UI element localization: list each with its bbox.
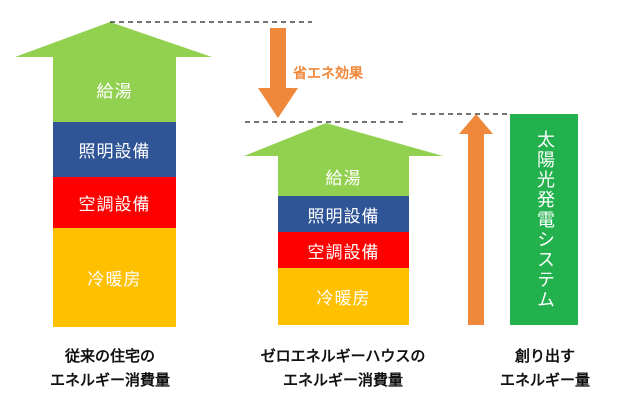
left-heating-cooling-label: 冷暖房 <box>87 270 142 290</box>
center-lighting-block: 照明設備 <box>278 196 409 232</box>
left-lighting-label: 照明設備 <box>78 142 151 162</box>
left-caption-line2: エネルギー消費量 <box>49 371 170 389</box>
left-heating-cooling-block: 冷暖房 <box>53 228 176 327</box>
left-air-conditioning-label: 空調設備 <box>78 195 151 215</box>
solar-system-block: 太陽光発電システム <box>510 114 578 325</box>
center-lighting-label: 照明設備 <box>307 206 380 227</box>
center-heating-cooling-label: 冷暖房 <box>316 289 371 309</box>
saving-effect-label: 省エネ効果 <box>293 66 363 82</box>
left-hot-water-block: 給湯 <box>53 57 176 122</box>
right-caption: 創り出す エネルギー量 <box>480 344 610 392</box>
left-caption-line1: 従来の住宅の <box>64 347 155 365</box>
created-energy-up-arrow <box>459 114 493 325</box>
center-caption-line2: エネルギー消費量 <box>282 371 403 389</box>
left-caption: 従来の住宅の エネルギー消費量 <box>20 344 200 392</box>
center-air-conditioning-block: 空調設備 <box>278 232 409 268</box>
left-hot-water-label: 給湯 <box>96 82 133 102</box>
right-caption-line1: 創り出す <box>514 347 575 365</box>
center-heating-cooling-block: 冷暖房 <box>278 268 409 325</box>
center-hot-water-block: 給湯 <box>278 156 409 196</box>
left-arrowhead <box>15 22 212 57</box>
right-caption-line2: エネルギー量 <box>499 371 590 389</box>
center-hot-water-label: 給湯 <box>325 168 362 189</box>
left-air-conditioning-block: 空調設備 <box>53 177 176 228</box>
center-air-conditioning-label: 空調設備 <box>307 242 380 263</box>
center-caption-line1: ゼロエネルギーハウスの <box>260 347 426 365</box>
center-caption: ゼロエネルギーハウスの エネルギー消費量 <box>238 344 448 392</box>
solar-system-label: 太陽光発電システム <box>534 129 555 310</box>
left-lighting-block: 照明設備 <box>53 122 176 177</box>
saving-down-arrow <box>258 28 298 118</box>
center-arrowhead <box>244 123 443 156</box>
